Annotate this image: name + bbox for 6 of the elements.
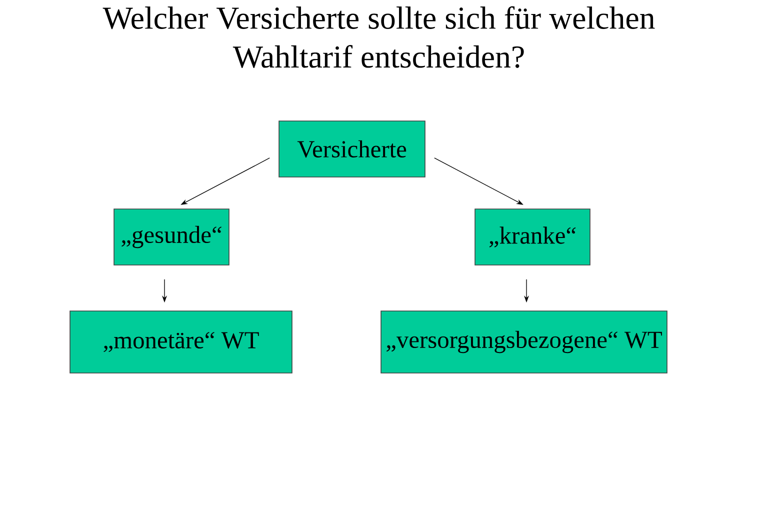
process-box: „gesunde“: [114, 208, 230, 266]
process-box: „monetäre“ WT: [70, 310, 292, 374]
title: Welcher Versicherte sollte sich für welchen Wahltarif entscheiden?: [102, 6, 655, 68]
process-box: „versorgungsbezogene“ WT: [380, 310, 668, 374]
process-box: „kranke“: [474, 208, 590, 266]
process-box: Versicherte: [278, 120, 426, 178]
